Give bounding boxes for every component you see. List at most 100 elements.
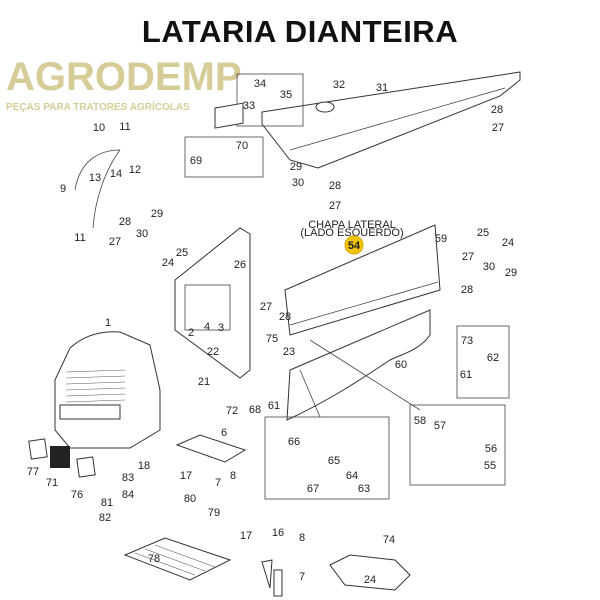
part-number-label: 78 [148, 553, 160, 565]
part-number-label: 57 [434, 420, 446, 432]
detail-box-lock [456, 325, 510, 399]
grommet-part [315, 101, 335, 113]
part-number-label: 16 [272, 527, 284, 539]
part-number-label: 8 [230, 470, 236, 482]
part-number-label: 3 [218, 322, 224, 334]
part-number-label: 24 [502, 237, 514, 249]
part-number-label: 60 [395, 359, 407, 371]
part-number-label: 71 [46, 477, 58, 489]
part-number-label: 79 [208, 507, 220, 519]
part-number-label: 7 [215, 477, 221, 489]
part-number-label: 69 [190, 155, 202, 167]
part-number-label: 24 [162, 257, 174, 269]
callout-caption-1: CHAPA LATERAL [308, 219, 396, 231]
part-number-label: 25 [176, 247, 188, 259]
part-number-label: 61 [460, 369, 472, 381]
part-number-label: 35 [280, 89, 292, 101]
front-frame-part [174, 227, 251, 379]
part-number-label: 55 [484, 460, 496, 472]
part-number-label: 27 [260, 301, 272, 313]
part-number-label: 28 [119, 216, 131, 228]
part-number-label: 82 [99, 512, 111, 524]
part-number-label: 29 [151, 208, 163, 220]
part-number-label: 23 [283, 346, 295, 358]
part-number-label: 13 [89, 172, 101, 184]
part-number-label: 1 [105, 317, 111, 329]
part-number-label: 63 [358, 483, 370, 495]
part-number-label: 62 [487, 352, 499, 364]
part-number-label: 56 [485, 443, 497, 455]
callout-number: 54 [348, 240, 361, 252]
part-number-label: 10 [93, 122, 105, 134]
part-number-label: 7 [299, 571, 305, 583]
part-number-label: 27 [329, 200, 341, 212]
part-number-label: 31 [376, 82, 388, 94]
part-number-label: 30 [136, 228, 148, 240]
part-number-label: 77 [27, 466, 39, 478]
part-number-label: 66 [288, 436, 300, 448]
part-number-label: 29 [290, 161, 302, 173]
part-number-label: 14 [110, 168, 122, 180]
part-number-label: 59 [435, 233, 447, 245]
watermark-brand: AGRODEMP [6, 55, 242, 99]
part-number-label: 25 [477, 227, 489, 239]
detail-box-hood-latch [236, 73, 304, 127]
part-number-label: 65 [328, 455, 340, 467]
part-number-label: 30 [483, 261, 495, 273]
part-number-label: 27 [492, 122, 504, 134]
floor-plate-part [123, 537, 232, 581]
callout-badge [344, 235, 364, 255]
part-number-label: 64 [346, 470, 358, 482]
part-number-label: 21 [198, 376, 210, 388]
part-number-label: 6 [221, 427, 227, 439]
part-number-label: 80 [184, 493, 196, 505]
part-number-label: 17 [180, 470, 192, 482]
part-number-label: 30 [292, 177, 304, 189]
part-number-label: 29 [505, 267, 517, 279]
part-number-label: 70 [236, 140, 248, 152]
callout-caption-2: (LADO ESQUERDO) [300, 227, 403, 239]
side-panel-54 [284, 224, 441, 336]
part-number-label: 27 [462, 251, 474, 263]
part-number-label: 32 [333, 79, 345, 91]
part-number-label: 17 [240, 530, 252, 542]
part-number-label: 75 [266, 333, 278, 345]
part-number-label: 28 [461, 284, 473, 296]
cable-part [74, 149, 121, 229]
bracket-part [175, 434, 247, 463]
part-number-label: 72 [226, 405, 238, 417]
part-number-label: 81 [101, 497, 113, 509]
part-number-label: 74 [383, 534, 395, 546]
part-number-label: 28 [279, 311, 291, 323]
detail-box-plate [184, 136, 264, 178]
part-number-label: 22 [207, 346, 219, 358]
part-number-label: 26 [234, 259, 246, 271]
part-number-label: 8 [299, 532, 305, 544]
lower-plate-part [329, 554, 411, 591]
part-number-label: 28 [491, 104, 503, 116]
part-number-label: 61 [268, 400, 280, 412]
part-number-label: 76 [71, 489, 83, 501]
detail-box-panel-latch [264, 416, 390, 500]
part-number-label: 12 [129, 164, 141, 176]
part-number-label: 58 [414, 415, 426, 427]
part-number-label: 84 [122, 489, 134, 501]
part-number-label: 33 [243, 100, 255, 112]
side-panel-60 [286, 309, 431, 421]
part-number-label: 83 [122, 472, 134, 484]
part-number-label: 11 [74, 232, 85, 244]
part-number-label: 68 [249, 404, 261, 416]
watermark-tagline: PEÇAS PARA TRATORES AGRÍCOLAS [6, 100, 190, 113]
part-number-label: 11 [119, 121, 130, 133]
part-number-label: 9 [60, 183, 66, 195]
part-number-label: 28 [329, 180, 341, 192]
part-number-label: 2 [188, 327, 194, 339]
part-number-label: 34 [254, 78, 266, 90]
part-number-label: 27 [109, 236, 121, 248]
part-number-label: 18 [138, 460, 150, 472]
part-number-label: 24 [364, 574, 376, 586]
hood-part [261, 71, 521, 169]
detail-box-hinge [409, 404, 506, 486]
